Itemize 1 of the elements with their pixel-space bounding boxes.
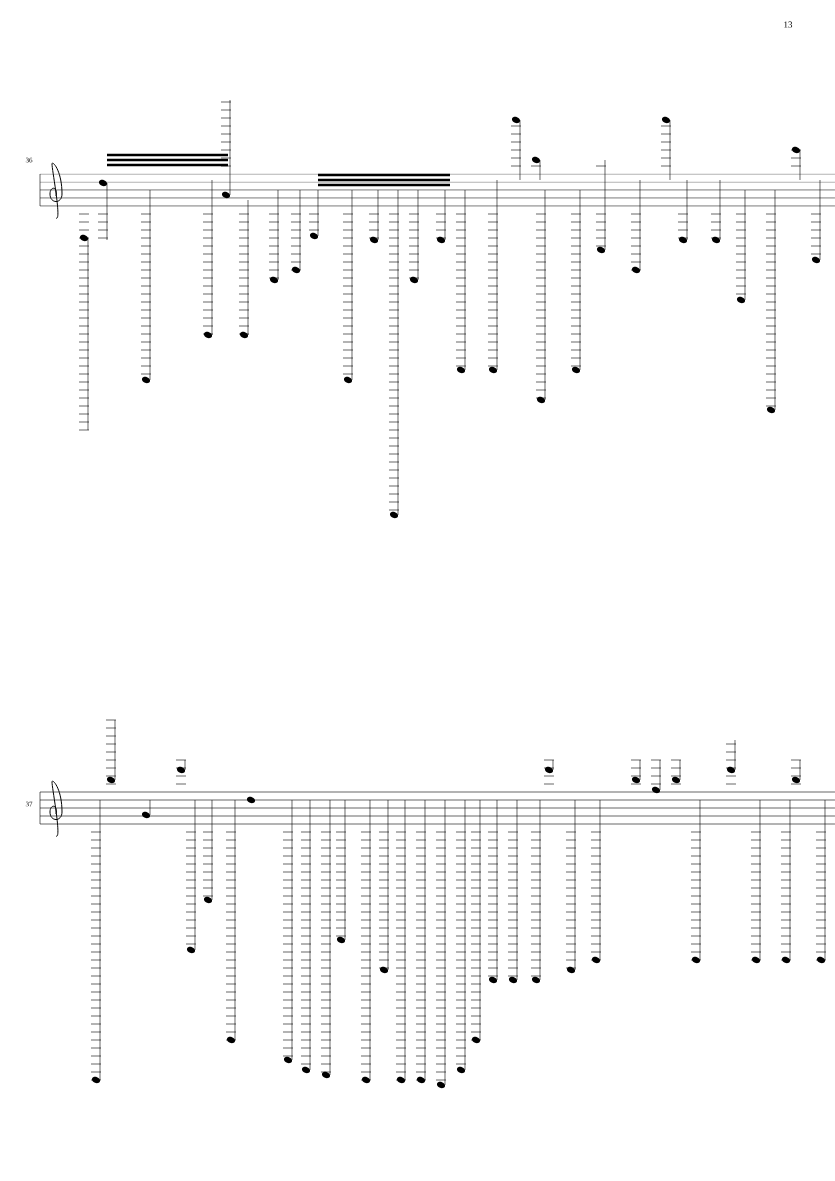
page-number: 13: [784, 21, 793, 28]
